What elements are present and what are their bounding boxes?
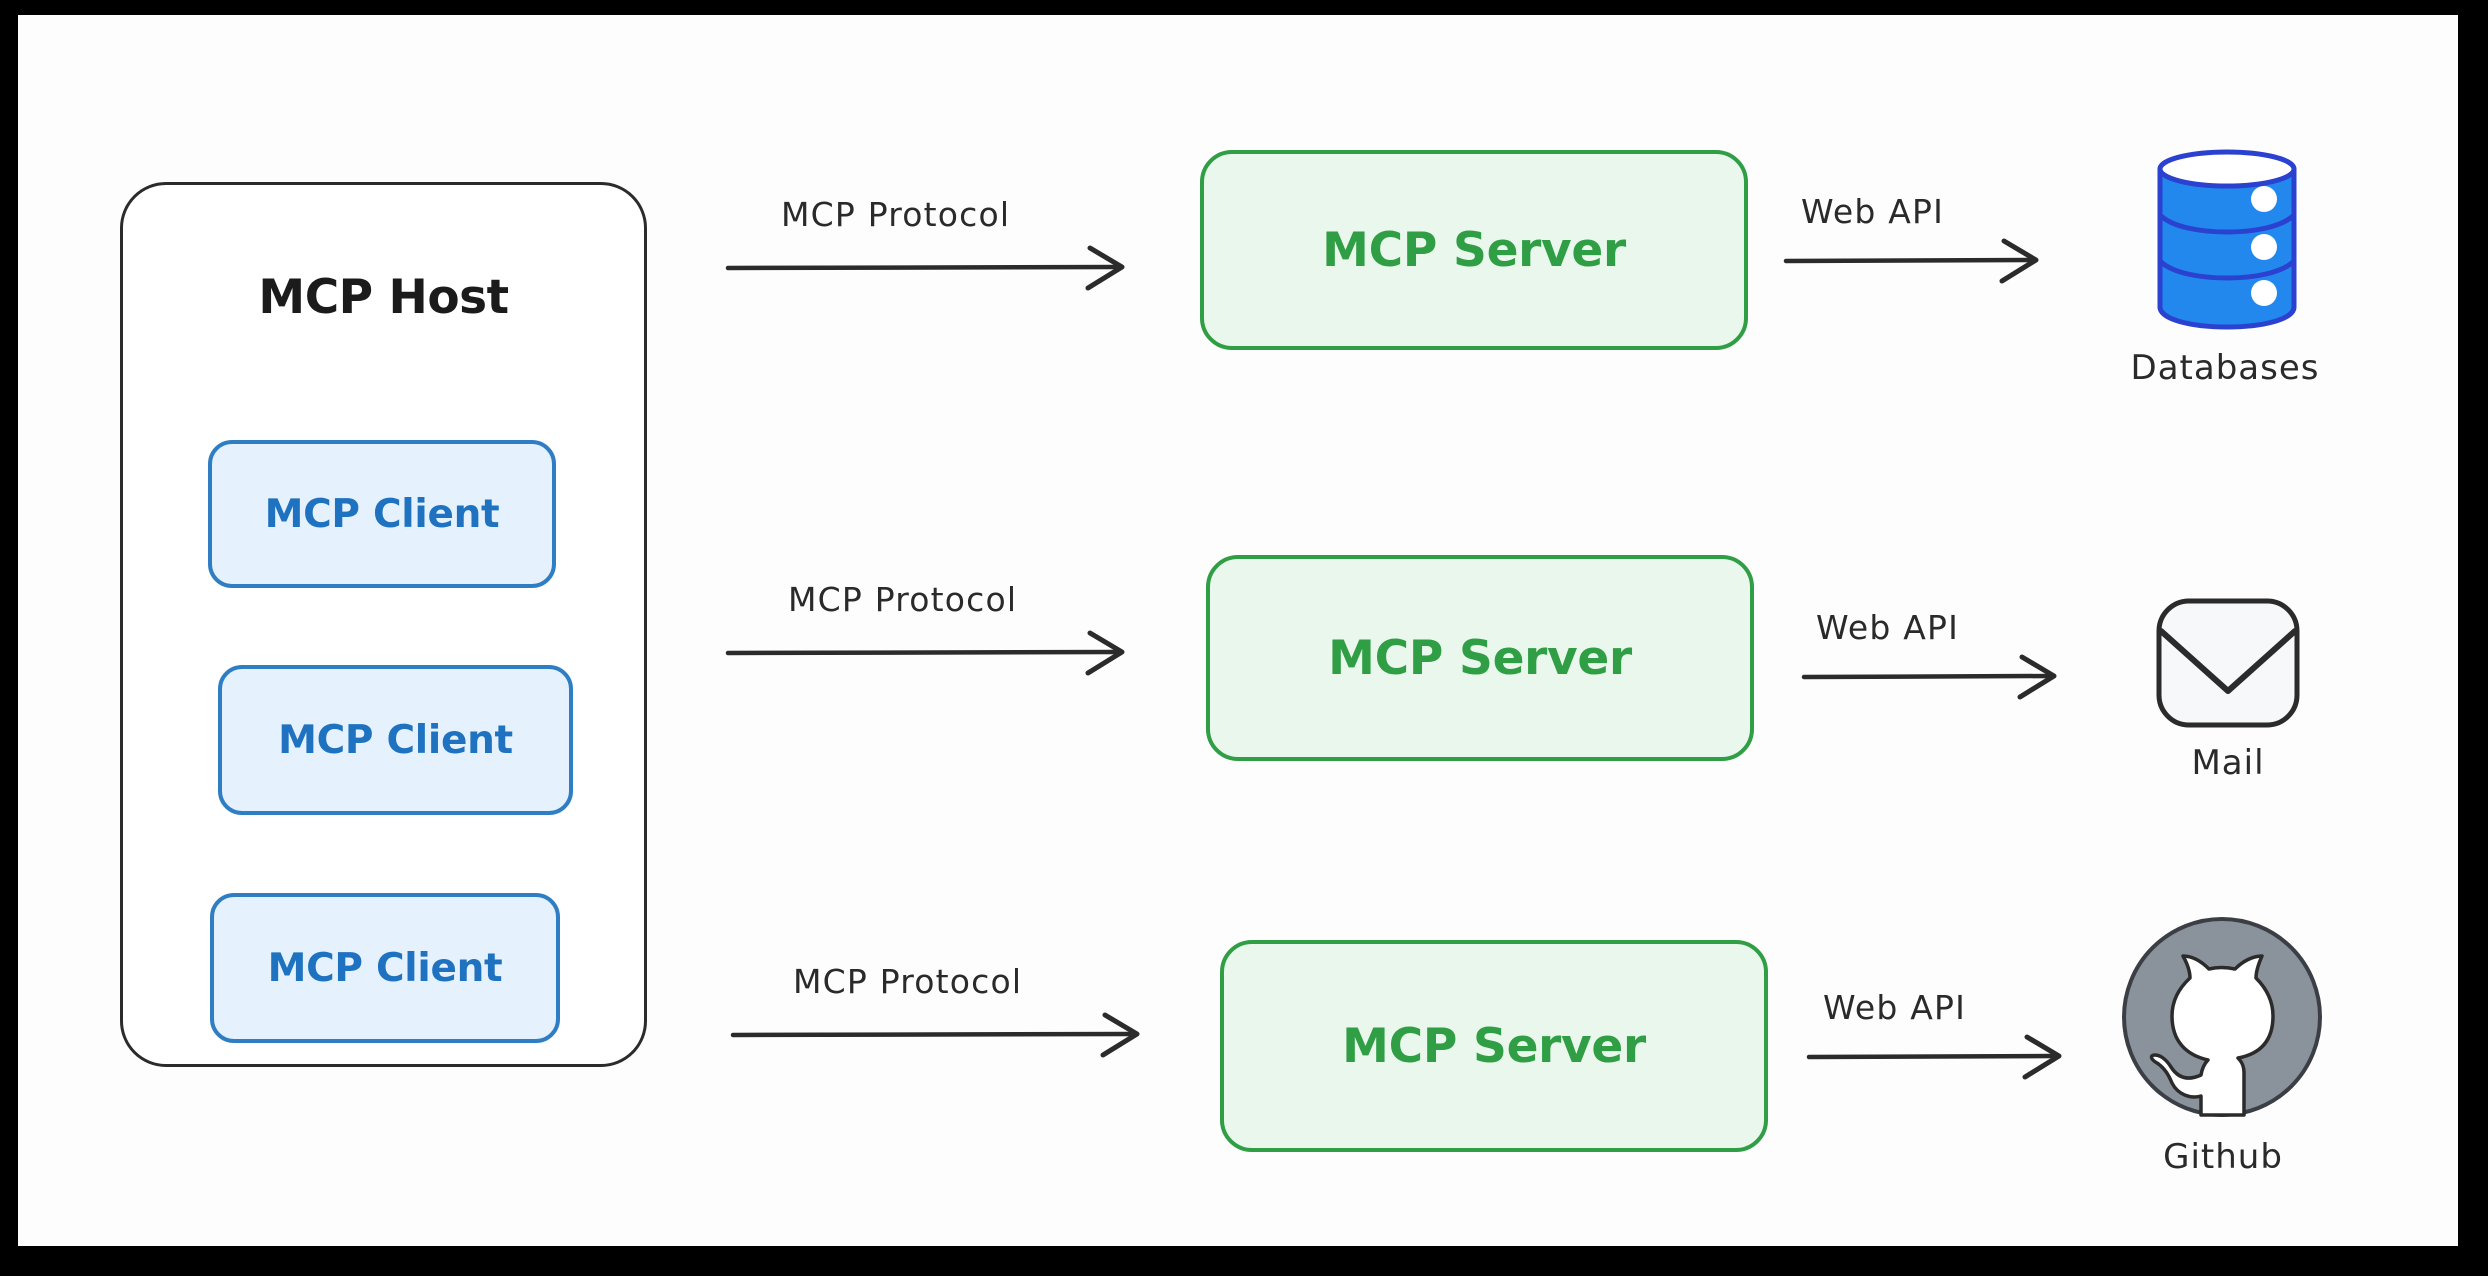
web-api-arrow-3	[1806, 1034, 2062, 1080]
mcp-server-box-3[interactable]: MCP Server	[1220, 940, 1768, 1152]
endpoint-mail[interactable]: Mail	[2103, 593, 2353, 823]
mcp-client-label-3: MCP Client	[267, 945, 503, 991]
web-api-arrow-1	[1783, 238, 2039, 284]
mcp-client-box-2[interactable]: MCP Client	[218, 665, 573, 815]
web-api-label-1: Web API	[1801, 192, 1945, 231]
endpoint-label-mail: Mail	[2191, 743, 2265, 783]
mcp-protocol-arrow-1	[725, 245, 1125, 291]
envelope-icon	[2156, 598, 2300, 728]
web-api-label-2: Web API	[1816, 608, 1960, 647]
github-icon	[2122, 917, 2322, 1117]
database-icon	[2157, 149, 2297, 330]
endpoint-label-databases: Databases	[2130, 348, 2320, 388]
mcp-server-box-2[interactable]: MCP Server	[1206, 555, 1754, 761]
mcp-server-label-1: MCP Server	[1322, 222, 1626, 278]
web-api-arrow-2	[1801, 654, 2057, 700]
endpoint-github[interactable]: Github	[2098, 915, 2348, 1225]
mcp-host-title: MCP Host	[258, 270, 509, 325]
mcp-protocol-label-1: MCP Protocol	[781, 195, 1011, 234]
web-api-label-3: Web API	[1823, 988, 1967, 1027]
endpoint-databases[interactable]: Databases	[2100, 143, 2350, 433]
mcp-protocol-label-3: MCP Protocol	[793, 962, 1023, 1001]
mcp-client-box-3[interactable]: MCP Client	[210, 893, 560, 1043]
mcp-client-label-1: MCP Client	[264, 491, 500, 537]
mcp-server-label-3: MCP Server	[1342, 1018, 1646, 1074]
mcp-protocol-label-2: MCP Protocol	[788, 580, 1018, 619]
mcp-server-label-2: MCP Server	[1328, 630, 1632, 686]
mcp-client-label-2: MCP Client	[278, 717, 513, 763]
mcp-client-box-1[interactable]: MCP Client	[208, 440, 556, 588]
mcp-server-box-1[interactable]: MCP Server	[1200, 150, 1748, 350]
mcp-protocol-arrow-2	[725, 630, 1125, 676]
endpoint-label-github: Github	[2163, 1137, 2283, 1177]
diagram-canvas: MCP Host MCP Client MCP Client MCP Clien…	[18, 15, 2458, 1246]
mcp-protocol-arrow-3	[730, 1012, 1140, 1058]
